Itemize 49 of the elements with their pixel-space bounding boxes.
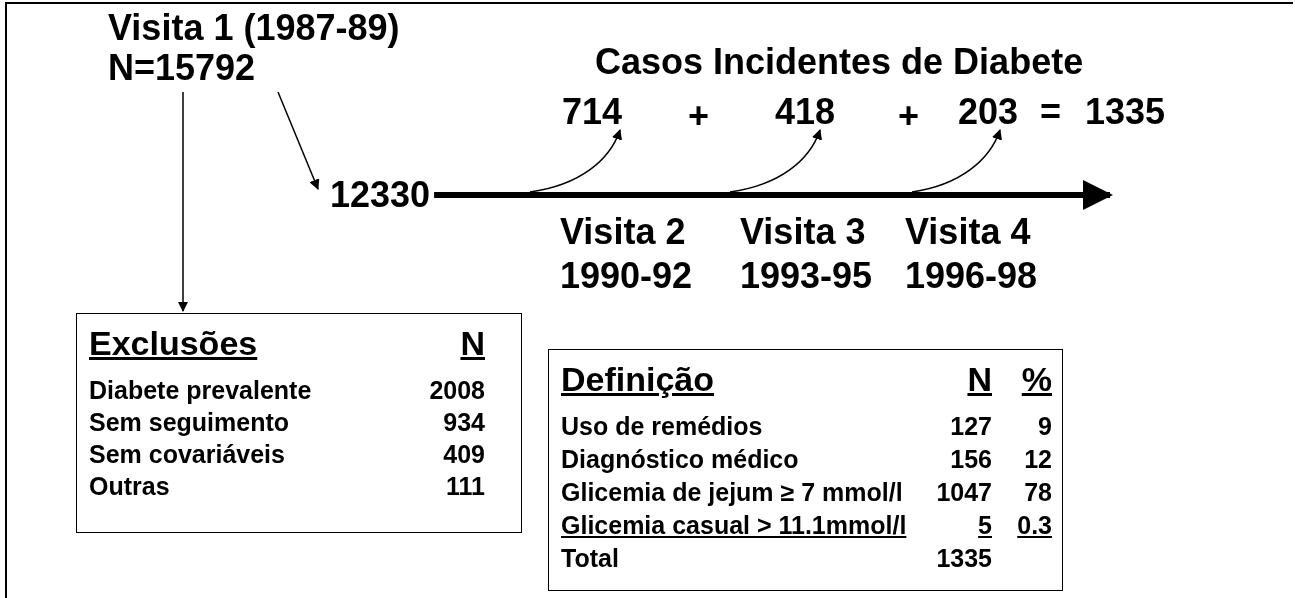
table-cell: Diagnóstico médico <box>561 445 799 473</box>
table-cell: 1335 <box>936 544 992 572</box>
heading: Casos Incidentes de Diabete <box>595 42 1084 82</box>
table-cell: 934 <box>443 408 485 436</box>
plus-sign: + <box>898 96 920 136</box>
table-cell: 0.3 <box>1017 511 1052 539</box>
table-cell: 127 <box>950 412 992 440</box>
equals-sign: = <box>1040 92 1062 132</box>
column-header: N <box>967 360 992 398</box>
table-cell: 111 <box>446 472 485 500</box>
definition-box <box>548 349 1063 591</box>
table-cell: 1047 <box>936 478 992 506</box>
visit-label: Visita 1 (1987-89) <box>108 8 400 48</box>
table-cell: 78 <box>1024 478 1052 506</box>
arrow <box>529 129 622 193</box>
column-header: Definição <box>561 360 715 398</box>
table-cell: Outras <box>89 472 170 500</box>
visit-label: Visita 3 1993-95 <box>740 210 874 298</box>
table-cell: Sem covariáveis <box>89 440 285 468</box>
table-cell: Glicemia de jejum ≥ 7 mmol/l <box>561 478 903 506</box>
table-cell: 12 <box>1024 445 1052 473</box>
column-header: % <box>1021 360 1052 398</box>
column-header: Exclusões <box>89 324 258 362</box>
table-cell: Diabete prevalente <box>89 376 312 404</box>
plus-sign: + <box>688 96 710 136</box>
table-cell: Total <box>561 544 619 572</box>
total-count: 1335 <box>1085 92 1166 132</box>
table-cell: 409 <box>443 440 485 468</box>
table-cell: 156 <box>950 445 992 473</box>
visit-label: Visita 2 1990-92 <box>560 210 694 298</box>
table-cell: 9 <box>1038 412 1052 440</box>
case-count: 418 <box>775 92 836 132</box>
visit-label: N=15792 <box>108 48 256 88</box>
case-count: 203 <box>958 92 1019 132</box>
arrow <box>177 91 189 313</box>
count-label: 12330 <box>330 175 431 215</box>
arrow <box>434 180 1113 210</box>
table-cell: 2008 <box>429 376 485 404</box>
table-cell: Glicemia casual > 11.1mmol/l <box>561 511 907 539</box>
arrow <box>911 129 1002 193</box>
exclusions-box <box>76 313 522 533</box>
column-header: N <box>460 324 485 362</box>
case-count: 714 <box>562 92 623 132</box>
table-cell: 5 <box>978 511 992 539</box>
visit-label: Visita 4 1996-98 <box>905 210 1039 298</box>
table-cell: Uso de remédios <box>561 412 763 440</box>
arrow <box>729 129 822 193</box>
table-cell: Sem seguimento <box>89 408 290 436</box>
arrow <box>277 91 320 190</box>
